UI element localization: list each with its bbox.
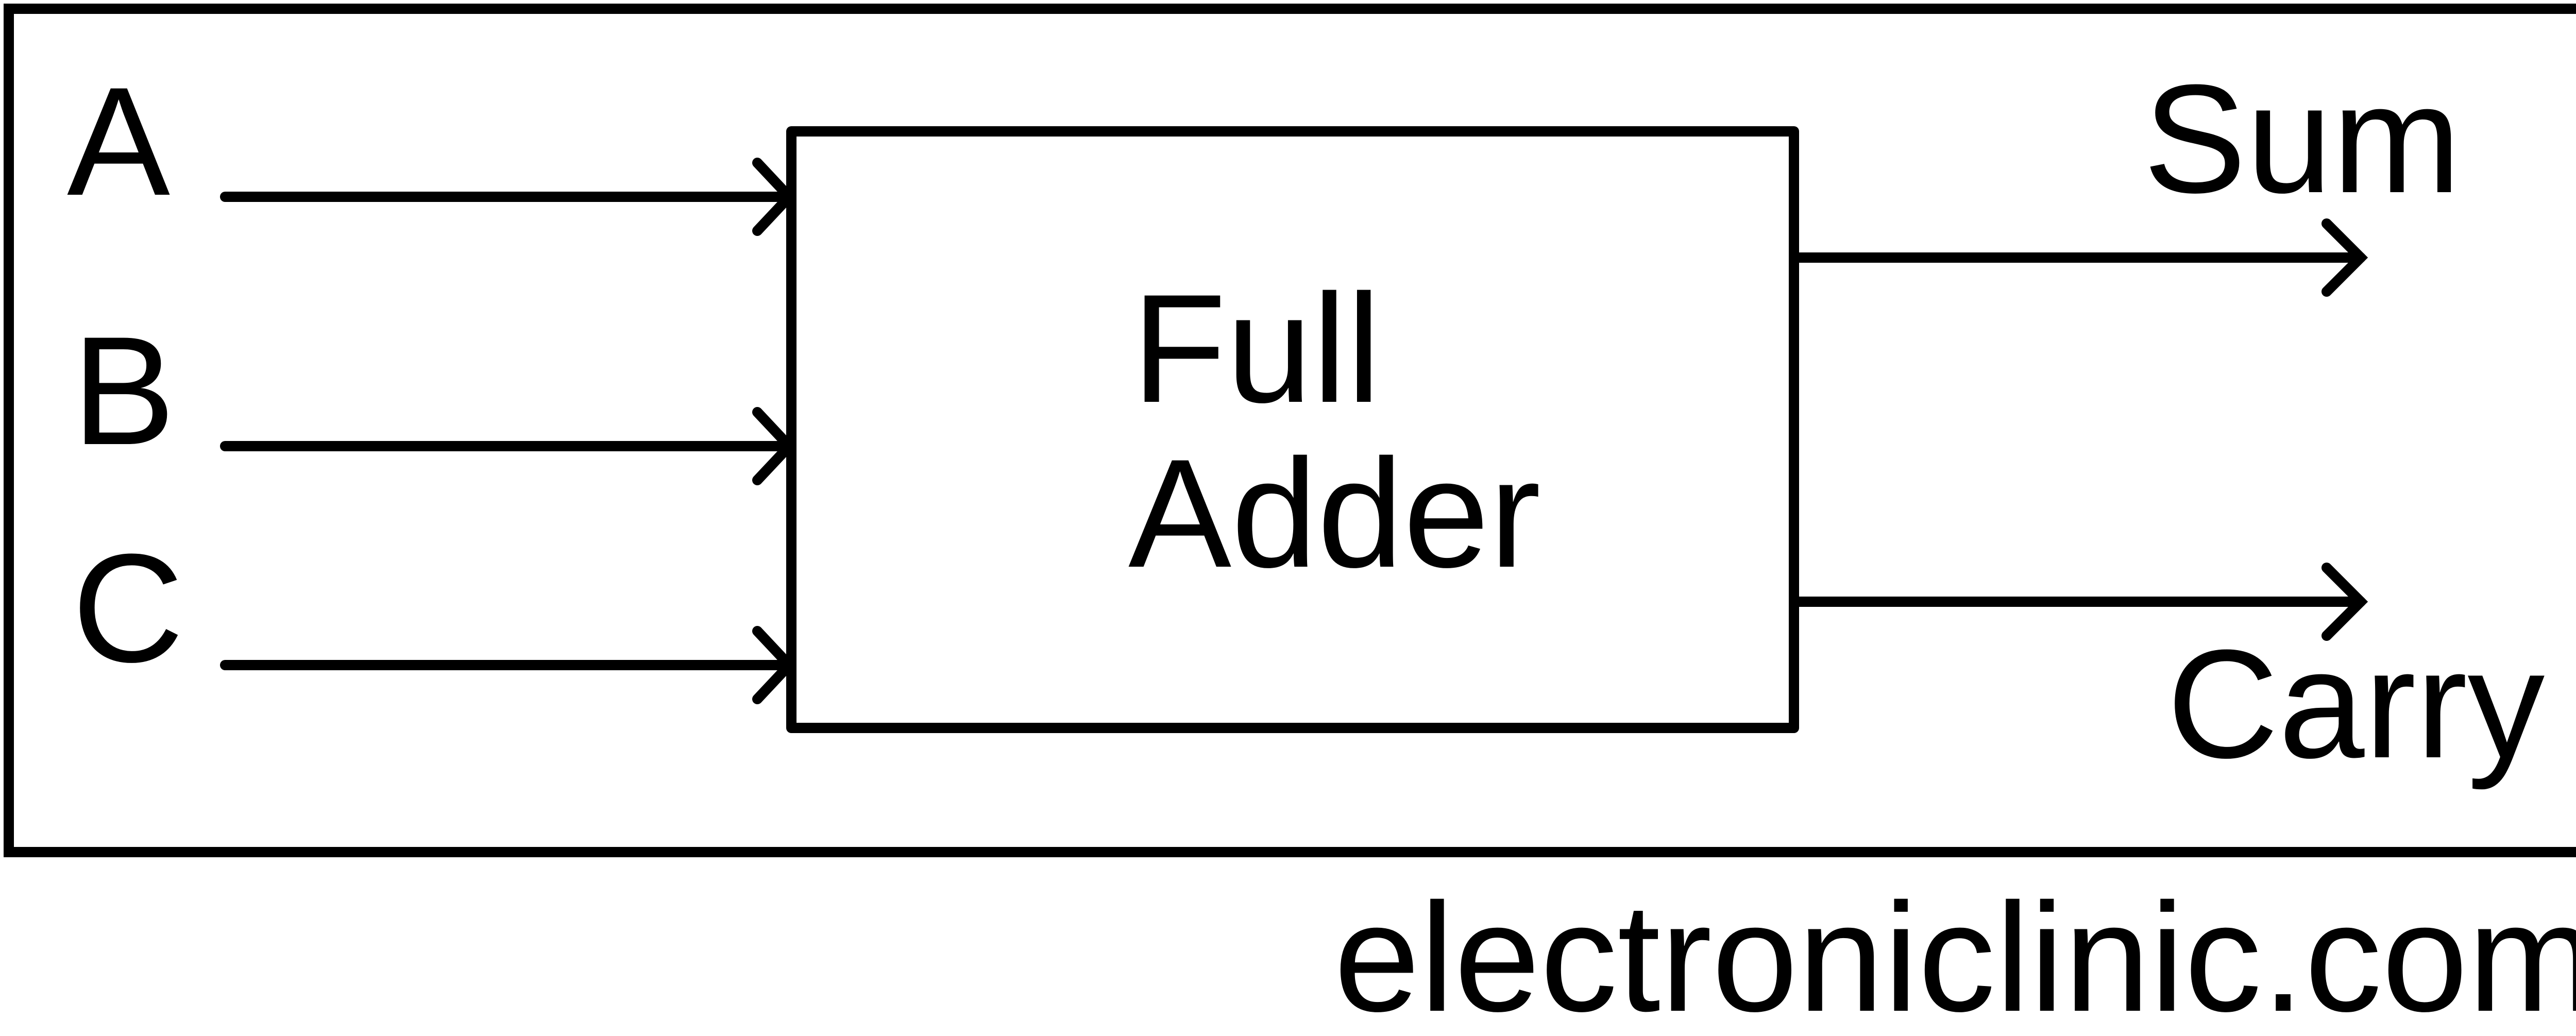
- block-label-line2: Adder: [1128, 427, 1541, 600]
- watermark-text: electroniclinic.com: [1334, 871, 2576, 1033]
- input-label-a: A: [67, 55, 171, 228]
- output-label-carry: Carry: [2167, 617, 2545, 791]
- output-label-sum: Sum: [2143, 52, 2461, 225]
- outer-frame: [4, 4, 2576, 857]
- output-arrow-sum: [1789, 218, 2368, 297]
- output-arrow-carry: [1789, 563, 2368, 641]
- input-label-c: C: [72, 521, 184, 694]
- block-label-line1: Full: [1132, 262, 1381, 435]
- input-arrow-a: [220, 158, 796, 236]
- input-arrow-b: [220, 407, 796, 485]
- full-adder-block: [786, 126, 1799, 733]
- input-label-b: B: [72, 304, 175, 477]
- input-arrow-c: [220, 626, 796, 704]
